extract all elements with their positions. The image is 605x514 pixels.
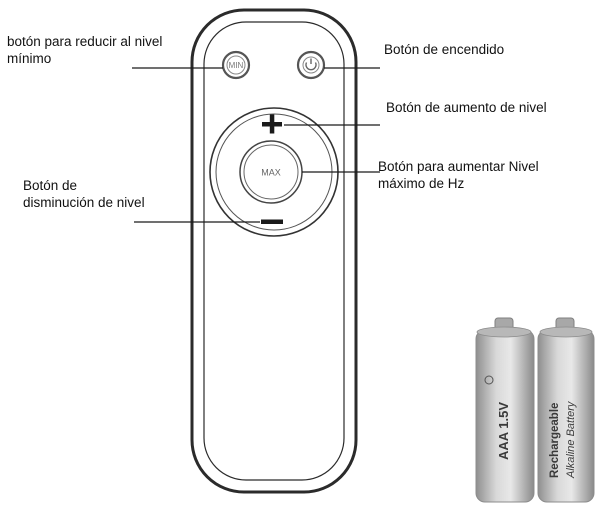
label-decrease-line1: Botón de	[23, 178, 78, 193]
min-button[interactable]: MIN	[221, 50, 251, 80]
battery-left-label: AAA 1.5V	[496, 402, 511, 460]
label-max-button: Botón para aumentar Nivel máximo de Hz	[378, 158, 539, 192]
decrease-button[interactable]	[261, 219, 283, 225]
label-decrease-line2: disminución de nivel	[23, 195, 145, 210]
label-power-button: Botón de encendido	[384, 42, 505, 57]
label-min-line2: mínimo	[7, 51, 52, 66]
batteries-photo: AAA 1.5V Rechargeable Alkaline Battery	[463, 309, 599, 509]
battery-right-label-line2: Alkaline Battery	[565, 400, 577, 479]
power-icon	[305, 62, 317, 71]
label-min-button: botón para reducir al nivel mínimo	[7, 33, 162, 67]
remote-outer-shell	[190, 8, 358, 494]
battery-left-symbol-icon	[484, 375, 494, 385]
min-button-label: MIN	[229, 61, 244, 70]
remote-control	[190, 8, 358, 494]
label-increase-button: Botón de aumento de nivel	[386, 100, 547, 115]
leader-lines	[132, 67, 380, 223]
minus-icon	[261, 219, 283, 224]
battery-right: Rechargeable Alkaline Battery	[537, 317, 595, 503]
max-button[interactable]: MAX	[239, 140, 303, 204]
label-max-line2: máximo de Hz	[378, 176, 465, 191]
label-decrease-button: Botón de disminución de nivel	[23, 177, 145, 211]
battery-right-label-line1: Rechargeable	[549, 403, 561, 478]
power-button[interactable]	[296, 50, 326, 80]
label-min-line1: botón para reducir al nivel	[7, 34, 163, 49]
increase-button[interactable]	[262, 114, 282, 134]
plus-icon-vertical	[269, 114, 275, 134]
remote-inner-bezel	[203, 21, 345, 481]
label-max-line1: Botón para aumentar Nivel	[378, 159, 539, 174]
battery-left: AAA 1.5V	[475, 317, 535, 503]
max-button-label: MAX	[261, 168, 281, 178]
